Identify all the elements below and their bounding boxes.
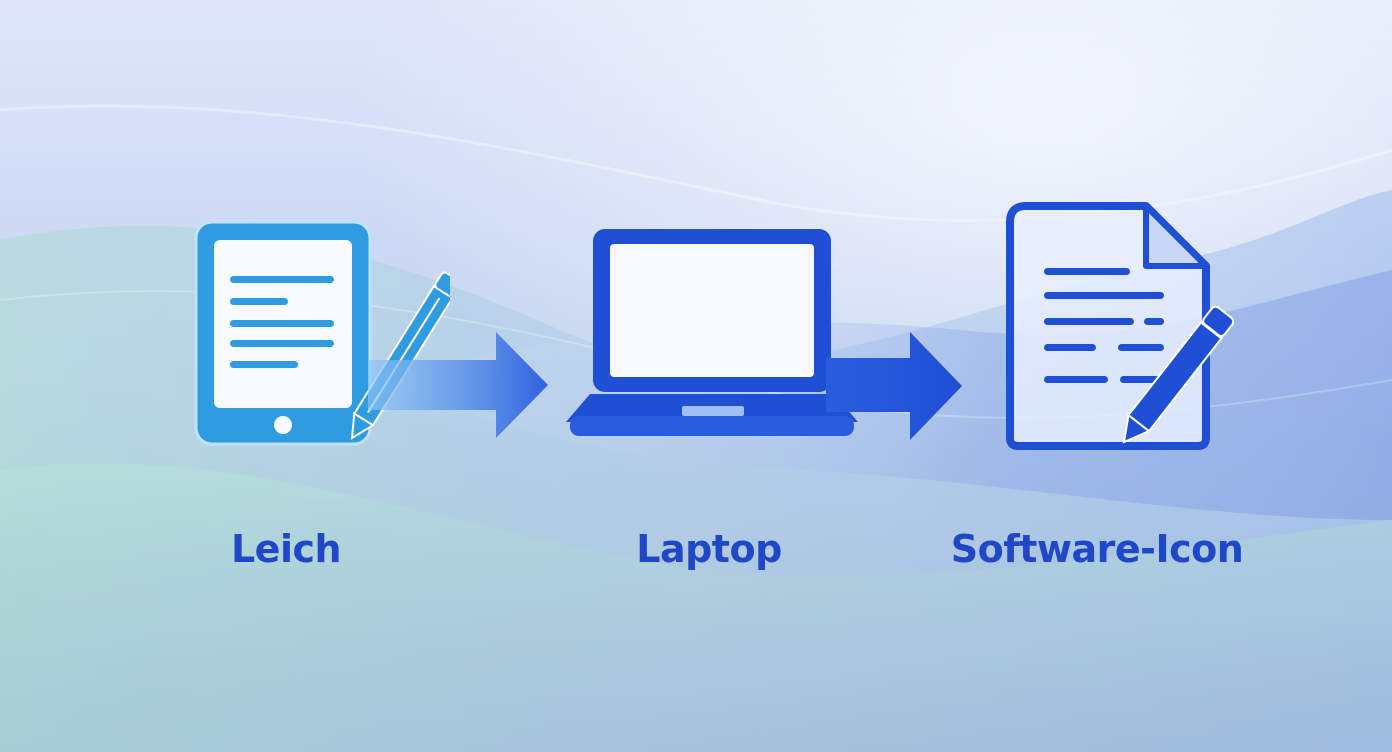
document-with-pencil-icon xyxy=(1006,202,1235,450)
step-label-laptop: Laptop xyxy=(636,527,782,571)
laptop-icon xyxy=(566,229,858,436)
step-label-leich: Leich xyxy=(230,527,342,571)
arrow-right-icon xyxy=(826,332,962,440)
arrow-right-icon xyxy=(368,332,548,438)
tablet-with-pen-icon xyxy=(194,220,450,446)
step-label-software-icon: Software-Icon xyxy=(950,527,1244,571)
